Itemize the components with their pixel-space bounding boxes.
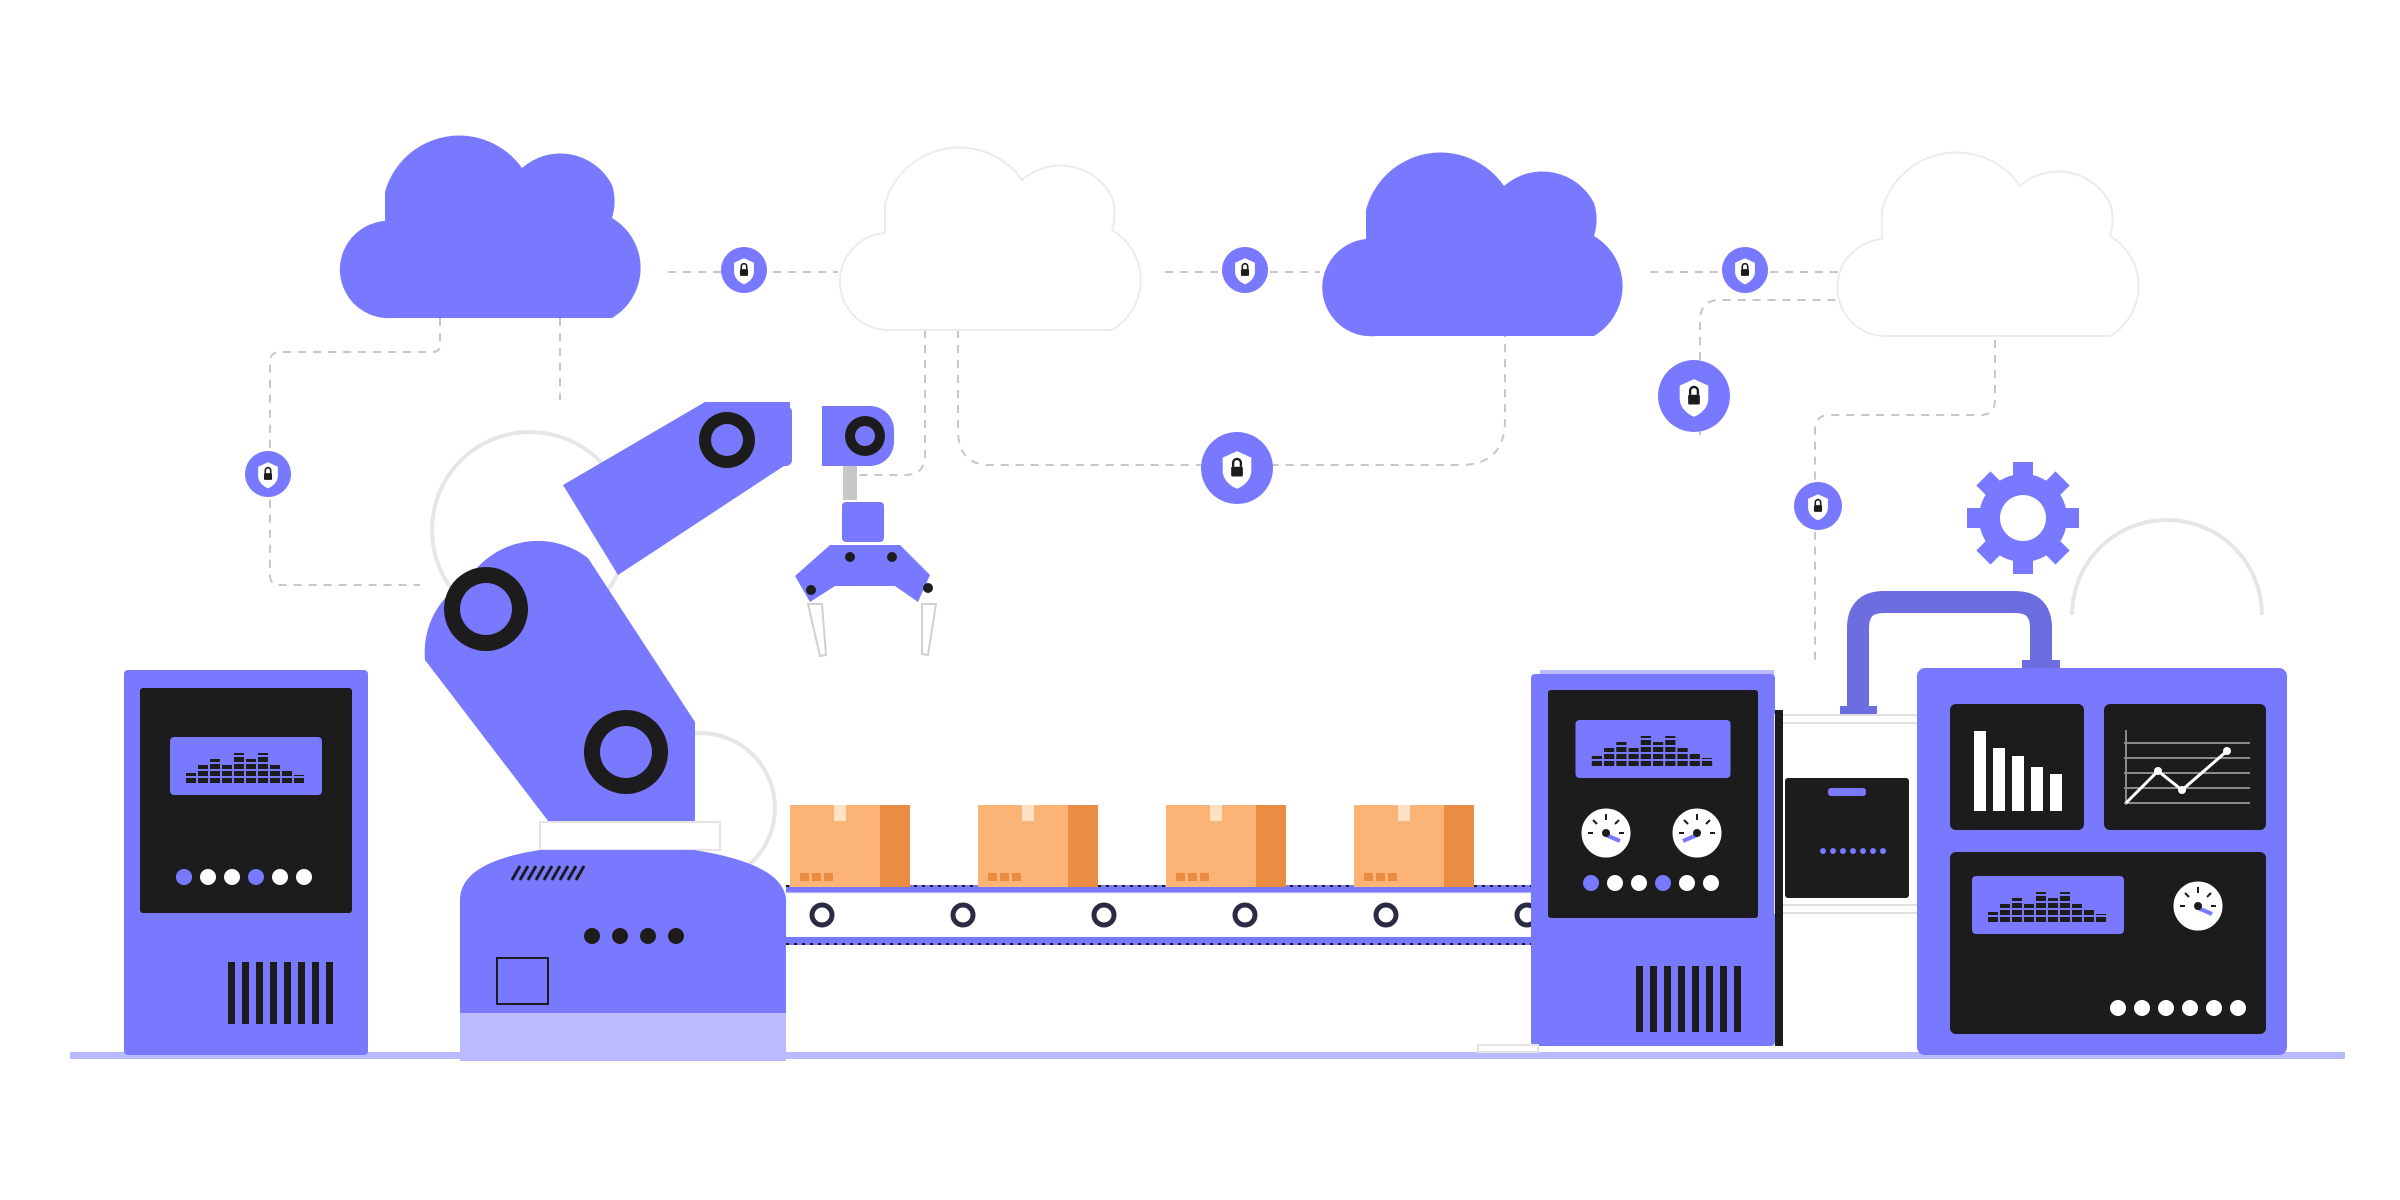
cardboard-box [1354,805,1474,887]
robot-base-button [668,928,684,944]
indicator-light [296,869,312,885]
robot-base [460,850,786,1061]
conveyor-belt [785,885,1540,945]
conveyor-roller [1232,902,1258,928]
shield-lock-icon [721,247,767,293]
indicator-light [1679,875,1695,891]
conveyor-roller [1091,902,1117,928]
indicator-light [1631,875,1647,891]
cloud-icon [1322,152,1623,337]
robot-base-button [612,928,628,944]
robot-gripper [795,466,938,658]
equalizer-icon [1971,875,2125,935]
conveyor-roller [809,902,835,928]
cloud-icon [1836,151,2140,338]
indicator-light [2158,1000,2174,1016]
left-cabinet-indicator-lights [176,869,312,885]
indicator-light [200,869,216,885]
indicator-light [2230,1000,2246,1016]
line-chart-icon [2104,704,2266,830]
indicator-light [176,869,192,885]
gauge-icon [1669,805,1725,861]
gear-icon [1967,462,2079,574]
equalizer-icon [1574,718,1732,780]
indicator-light [1607,875,1623,891]
shield-lock-icon [1222,247,1268,293]
indicator-light [2110,1000,2126,1016]
gauge-icon [2170,878,2226,934]
cloud-icon [838,146,1142,332]
indicator-light [272,869,288,885]
cloud-icon [339,135,641,319]
robot-arm [424,402,938,1061]
shield-lock-icon [1722,247,1768,293]
cardboard-box [790,805,910,887]
indicator-light [2206,1000,2222,1016]
gauge-icon [1578,805,1634,861]
shield-lock-icon [1794,482,1842,530]
indicator-light [2134,1000,2150,1016]
connector-unit [1774,710,1920,1046]
console-indicator-lights [1583,875,1719,891]
indicator-light [1703,875,1719,891]
data-panel-indicator-lights [2110,1000,2246,1016]
floor-line [70,1052,2345,1059]
shield-lock-icon [245,451,291,497]
indicator-light [1655,875,1671,891]
control-console [1477,670,1775,1053]
robot-base-button [640,928,656,944]
pipe [1847,591,2052,712]
indicator-light [248,869,264,885]
shield-lock-icon [1201,432,1273,504]
equalizer-icon [169,736,323,796]
indicator-light [1583,875,1599,891]
cardboard-box [978,805,1098,887]
cardboard-box [1166,805,1286,887]
indicator-light [2182,1000,2198,1016]
robot-base-buttons [584,928,684,944]
indicator-light [224,869,240,885]
conveyor-roller [1373,902,1399,928]
left-server-cabinet [124,670,368,1055]
conveyor-roller [950,902,976,928]
data-panel-machine [1917,668,2287,1055]
shield-lock-icon [1658,360,1730,432]
robot-base-button [584,928,600,944]
conveyor-boxes [790,805,1474,887]
bar-chart-icon [1950,704,2084,830]
